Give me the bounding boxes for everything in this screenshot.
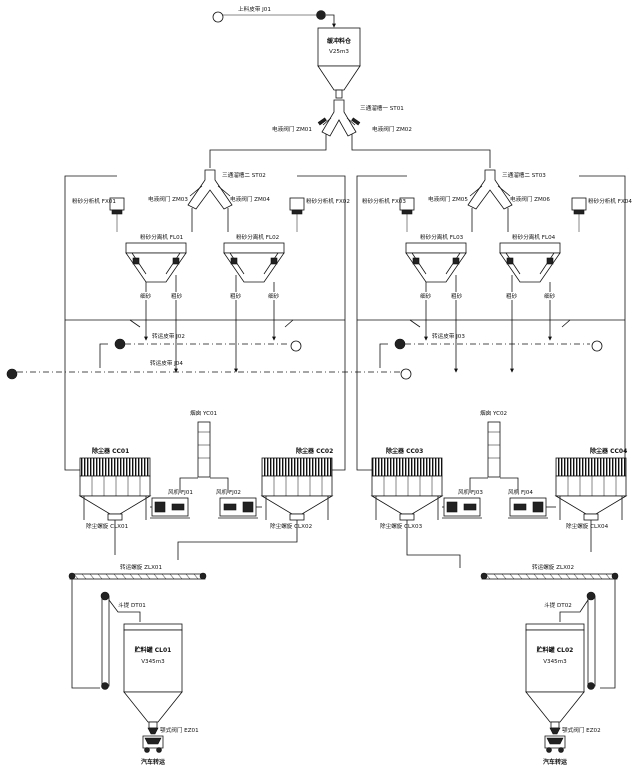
tee-chute-st02: 三通溜槽二 ST02 电液阀门 ZM03 电液阀门 ZM04	[148, 169, 270, 210]
buffer-bin-volume: V25m3	[329, 49, 349, 55]
zm03-label: 电液阀门 ZM03	[148, 195, 188, 203]
fx01-label: 粉砂分析机 FX01	[72, 197, 116, 205]
fl04-fine: 粗砂	[506, 292, 518, 300]
cc01-label: 除尘器 CC01	[92, 447, 129, 455]
tee-chute-st01: 三通溜槽一 ST01 电液阀门 ZM01 电液阀门 ZM02	[272, 99, 412, 137]
truck-left: 汽车转运	[141, 735, 165, 766]
separator-fl01: 粉砂分离机 FL01 细砂 粗砂	[125, 233, 187, 300]
fj03-label: 风机 FJ03	[458, 488, 483, 496]
fan-fj02: 风机 FJ02	[216, 488, 258, 519]
fj01-label: 风机 FJ01	[168, 488, 193, 496]
st02-label: 三通溜槽二 ST02	[222, 171, 266, 179]
feed-belt-j01: 上料皮带 J01	[212, 5, 336, 28]
truck-right: 汽车转运	[543, 735, 567, 766]
ez01-label: 颚式阀门 EZ01	[160, 726, 199, 734]
fl02-coarse: 细砂	[268, 292, 280, 300]
storage-silo-cl01: 贮料罐 CL01 V345m3	[123, 623, 183, 729]
cc03-label: 除尘器 CC03	[386, 447, 423, 455]
separator-fl02: 粉砂分离机 FL02 粗砂 细砂	[223, 233, 285, 300]
yc01-label: 烟囱 YC01	[190, 409, 218, 417]
cl02-volume: V345m3	[543, 659, 567, 665]
fj04-label: 风机 FJ04	[508, 488, 533, 496]
transfer-belt-j03: 转运皮带 J03	[379, 332, 603, 368]
cc04-label: 除尘器 CC04	[590, 447, 627, 455]
fl01-fine: 细砂	[140, 292, 152, 300]
analyzer-fx01: 粉砂分析机 FX01	[72, 197, 125, 232]
clx03-label: 除尘螺旋 CLX03	[380, 522, 423, 530]
fx04-label: 粉砂分析机 FX04	[588, 197, 632, 205]
separator-fl03: 粉砂分离机 FL03 细砂 粗砂	[405, 233, 467, 300]
fl03-coarse: 粗砂	[451, 292, 463, 300]
ez02-label: 颚式阀门 EZ02	[562, 726, 601, 734]
tee-chute-st03: 三通溜槽二 ST03 电液阀门 ZM05 电液阀门 ZM06	[428, 169, 550, 210]
transfer-belt-j04: 转运皮带 J04	[6, 359, 412, 380]
analyzer-fx03: 粉砂分析机 FX03	[362, 197, 415, 232]
fan-fj01: 风机 FJ01	[150, 488, 193, 519]
analyzer-fx04: 粉砂分析机 FX04	[571, 197, 632, 232]
j02-label: 转运皮带 J02	[152, 332, 185, 340]
screw-conveyor-zlx02: 转运螺旋 ZLX02	[480, 563, 619, 580]
dt02-label: 斗提 DT02	[544, 601, 572, 609]
buffer-bin-label: 缓冲料仓	[327, 37, 352, 45]
bucket-elevator-dt02: 斗提 DT02	[544, 591, 596, 690]
dt01-label: 斗提 DT01	[118, 601, 146, 609]
dust-collector-cc02: 除尘器 CC02 除尘螺旋 CLX02	[260, 447, 334, 530]
fl03-label: 粉砂分离机 FL03	[420, 233, 464, 241]
clx02-label: 除尘螺旋 CLX02	[270, 522, 312, 530]
dust-collector-cc04: 除尘器 CC04 除尘螺旋 CLX04	[554, 447, 628, 530]
feed-belt-label: 上料皮带 J01	[238, 5, 271, 13]
cl01-volume: V345m3	[141, 659, 165, 665]
fl01-label: 粉砂分离机 FL01	[140, 233, 184, 241]
zm06-label: 电液阀门 ZM06	[510, 195, 550, 203]
clx04-label: 除尘螺旋 CLX04	[566, 522, 609, 530]
fl04-label: 粉砂分离机 FL04	[512, 233, 556, 241]
buffer-bin: 缓冲料仓 V25m3	[317, 27, 361, 99]
fan-fj04: 风机 FJ04	[508, 488, 548, 519]
dust-collector-cc01: 除尘器 CC01 除尘螺旋 CLX01	[78, 447, 152, 530]
cl02-label: 贮料罐 CL02	[536, 646, 574, 654]
fl02-fine: 粗砂	[230, 292, 242, 300]
fj02-label: 风机 FJ02	[216, 488, 241, 496]
storage-silo-cl02: 贮料罐 CL02 V345m3	[525, 623, 585, 729]
j03-label: 转运皮带 J03	[432, 332, 465, 340]
cc02-label: 除尘器 CC02	[296, 447, 333, 455]
separator-fl04: 粉砂分离机 FL04 粗砂 细砂	[499, 233, 561, 300]
zlx02-label: 转运螺旋 ZLX02	[532, 563, 574, 571]
fx02-label: 粉砂分析机 FX02	[306, 197, 350, 205]
fx03-label: 粉砂分析机 FX03	[362, 197, 406, 205]
cl01-label: 贮料罐 CL01	[134, 646, 172, 654]
truck-right-label: 汽车转运	[543, 758, 567, 766]
fl01-coarse: 粗砂	[171, 292, 183, 300]
zm05-label: 电液阀门 ZM05	[428, 195, 468, 203]
st03-label: 三通溜槽二 ST03	[502, 171, 546, 179]
zm01-label: 电液阀门 ZM01	[272, 125, 312, 133]
fan-fj03: 风机 FJ03	[442, 488, 483, 519]
clx01-label: 除尘螺旋 CLX01	[86, 522, 129, 530]
bucket-elevator-dt01: 斗提 DT01	[100, 591, 146, 690]
j04-label: 转运皮带 J04	[150, 359, 183, 367]
analyzer-fx02: 粉砂分析机 FX02	[289, 197, 350, 232]
zlx01-label: 转运螺旋 ZLX01	[120, 563, 162, 571]
chimney-yc02: 烟囱 YC02	[480, 409, 507, 478]
zm04-label: 电液阀门 ZM04	[230, 195, 270, 203]
jaw-valve-ez02: 颚式阀门 EZ02	[549, 726, 601, 735]
chimney-yc01: 烟囱 YC01	[190, 409, 218, 478]
screw-conveyor-zlx01: 转运螺旋 ZLX01	[68, 563, 207, 580]
transfer-belt-j02: 转运皮带 J02	[99, 332, 302, 368]
dust-collector-cc03: 除尘器 CC03 除尘螺旋 CLX03	[370, 447, 444, 530]
fl04-coarse: 细砂	[544, 292, 556, 300]
jaw-valve-ez01: 颚式阀门 EZ01	[147, 726, 199, 735]
st01-label: 三通溜槽一 ST01	[360, 104, 404, 112]
zm02-label: 电液阀门 ZM02	[372, 125, 412, 133]
yc02-label: 烟囱 YC02	[480, 409, 507, 417]
fl03-fine: 细砂	[420, 292, 432, 300]
fl02-label: 粉砂分离机 FL02	[236, 233, 279, 241]
truck-left-label: 汽车转运	[141, 758, 165, 766]
